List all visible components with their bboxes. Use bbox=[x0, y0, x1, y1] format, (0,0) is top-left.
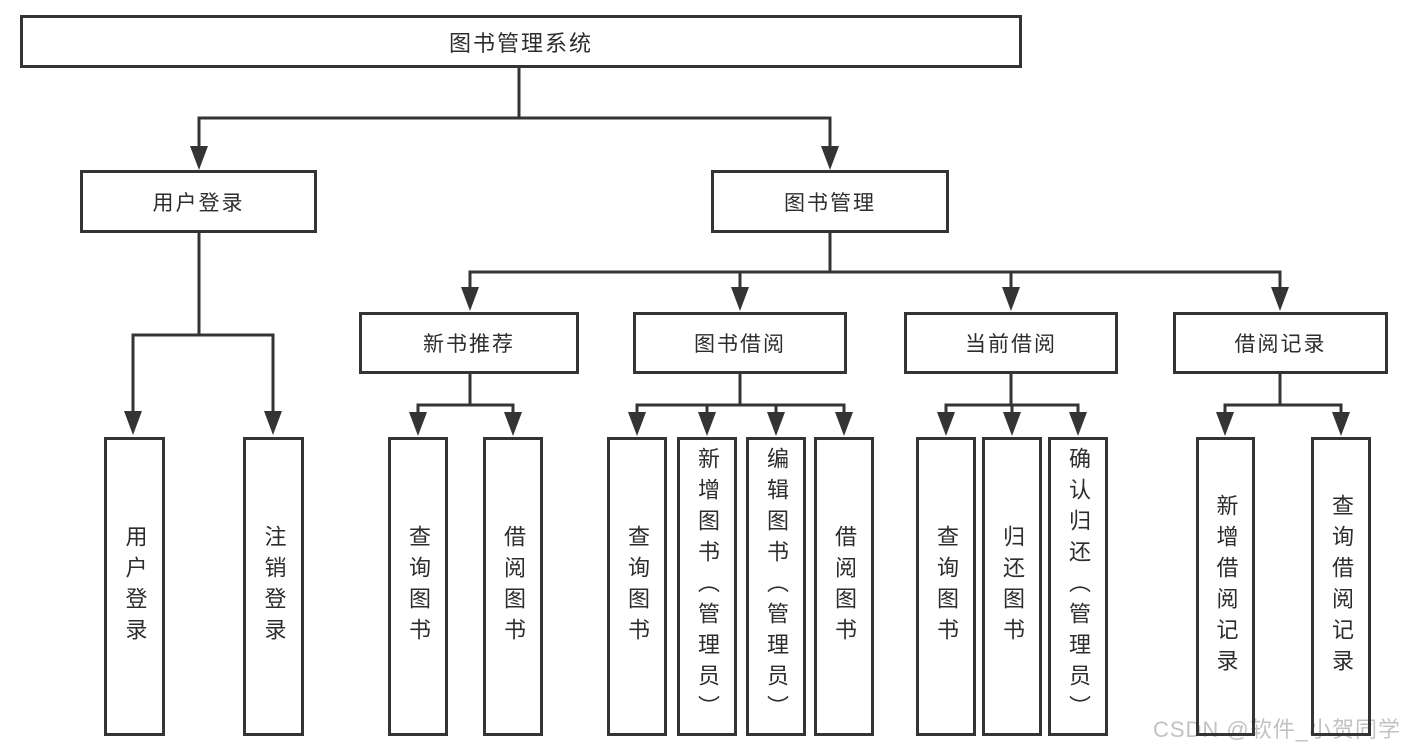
node-current-borrow: 当前借阅 bbox=[904, 312, 1118, 374]
node-leaf-current-return: 归还图书 bbox=[982, 437, 1042, 736]
node-leaf-borrow-borrow: 借阅图书 bbox=[814, 437, 874, 736]
user-login-drops bbox=[131, 333, 275, 414]
node-leaf-records-add-label: 新增借阅记录 bbox=[1213, 493, 1239, 680]
arrowhead-current-return bbox=[1003, 412, 1021, 436]
node-leaf-recommend-borrow: 借阅图书 bbox=[483, 437, 543, 736]
node-leaf-current-return-label: 归还图书 bbox=[1000, 524, 1025, 649]
arrowhead-current-query bbox=[937, 412, 955, 436]
node-leaf-current-query-label: 查询图书 bbox=[934, 524, 959, 649]
arrowhead-book-borrow bbox=[731, 287, 749, 311]
node-current-borrow-label: 当前借阅 bbox=[965, 333, 1057, 356]
node-user-login-label: 用户登录 bbox=[152, 191, 245, 215]
arrowhead-recommend-borrow bbox=[504, 412, 522, 436]
node-new-book-recommend-label: 新书推荐 bbox=[423, 333, 515, 356]
records-drops bbox=[1223, 403, 1343, 415]
arrowhead-current-borrow bbox=[1002, 287, 1020, 311]
node-leaf-borrow-edit-label: 编辑图书（管理员） bbox=[764, 447, 789, 726]
node-leaf-borrow-borrow-label: 借阅图书 bbox=[832, 524, 857, 649]
level1-drops bbox=[197, 116, 832, 149]
node-leaf-current-confirm-label: 确认归还（管理员） bbox=[1066, 447, 1091, 726]
node-leaf-records-add: 新增借阅记录 bbox=[1196, 437, 1255, 736]
arrowhead-current-confirm bbox=[1069, 412, 1087, 436]
node-user-login: 用户登录 bbox=[80, 170, 317, 233]
node-leaf-current-confirm: 确认归还（管理员） bbox=[1048, 437, 1108, 736]
node-book-management-label: 图书管理 bbox=[784, 191, 876, 215]
node-new-book-recommend: 新书推荐 bbox=[359, 312, 579, 374]
node-root-label: 图书管理系统 bbox=[448, 30, 593, 56]
node-leaf-records-query: 查询借阅记录 bbox=[1311, 437, 1371, 736]
recommend-drops bbox=[416, 403, 515, 415]
node-leaf-records-query-label: 查询借阅记录 bbox=[1329, 493, 1354, 680]
arrowhead-records-add bbox=[1216, 412, 1234, 436]
arrowhead-user-login bbox=[190, 146, 208, 170]
arrowhead-borrow-borrow bbox=[835, 412, 853, 436]
node-root: 图书管理系统 bbox=[20, 15, 1022, 68]
node-leaf-current-query: 查询图书 bbox=[916, 437, 976, 736]
arrowhead-borrow-add bbox=[698, 412, 716, 436]
arrowhead-new-book-recommend bbox=[461, 287, 479, 311]
arrowhead-records-query bbox=[1332, 412, 1350, 436]
node-leaf-borrow-query: 查询图书 bbox=[607, 437, 667, 736]
borrow-drops bbox=[635, 403, 846, 415]
node-leaf-borrow-edit: 编辑图书（管理员） bbox=[746, 437, 806, 736]
node-leaf-user-login: 用户登录 bbox=[104, 437, 165, 736]
node-leaf-recommend-borrow-label: 借阅图书 bbox=[501, 524, 526, 649]
node-book-borrow-label: 图书借阅 bbox=[694, 333, 786, 356]
node-leaf-borrow-query-label: 查询图书 bbox=[625, 524, 650, 649]
node-leaf-recommend-query-label: 查询图书 bbox=[406, 524, 431, 649]
node-leaf-borrow-add: 新增图书（管理员） bbox=[677, 437, 737, 736]
node-leaf-logout-label: 注销登录 bbox=[261, 524, 287, 649]
arrowhead-borrow-edit bbox=[767, 412, 785, 436]
arrowhead-borrow-records bbox=[1271, 287, 1289, 311]
node-leaf-logout: 注销登录 bbox=[243, 437, 304, 736]
node-leaf-user-login-label: 用户登录 bbox=[122, 524, 148, 649]
current-drops bbox=[944, 403, 1080, 415]
node-leaf-borrow-add-label: 新增图书（管理员） bbox=[695, 447, 720, 726]
arrowhead-leaf-user-login bbox=[124, 411, 142, 435]
arrowhead-book-management bbox=[821, 146, 839, 170]
node-book-borrow: 图书借阅 bbox=[633, 312, 847, 374]
arrowhead-leaf-logout bbox=[264, 411, 282, 435]
node-leaf-recommend-query: 查询图书 bbox=[388, 437, 448, 736]
node-book-management: 图书管理 bbox=[711, 170, 949, 233]
node-borrow-records-label: 借阅记录 bbox=[1234, 333, 1327, 356]
arrowhead-recommend-query bbox=[409, 412, 427, 436]
book-management-drops bbox=[468, 270, 1282, 290]
node-borrow-records: 借阅记录 bbox=[1173, 312, 1388, 374]
arrowhead-borrow-query bbox=[628, 412, 646, 436]
watermark: CSDN @软件_小贺同学 bbox=[1152, 717, 1401, 742]
